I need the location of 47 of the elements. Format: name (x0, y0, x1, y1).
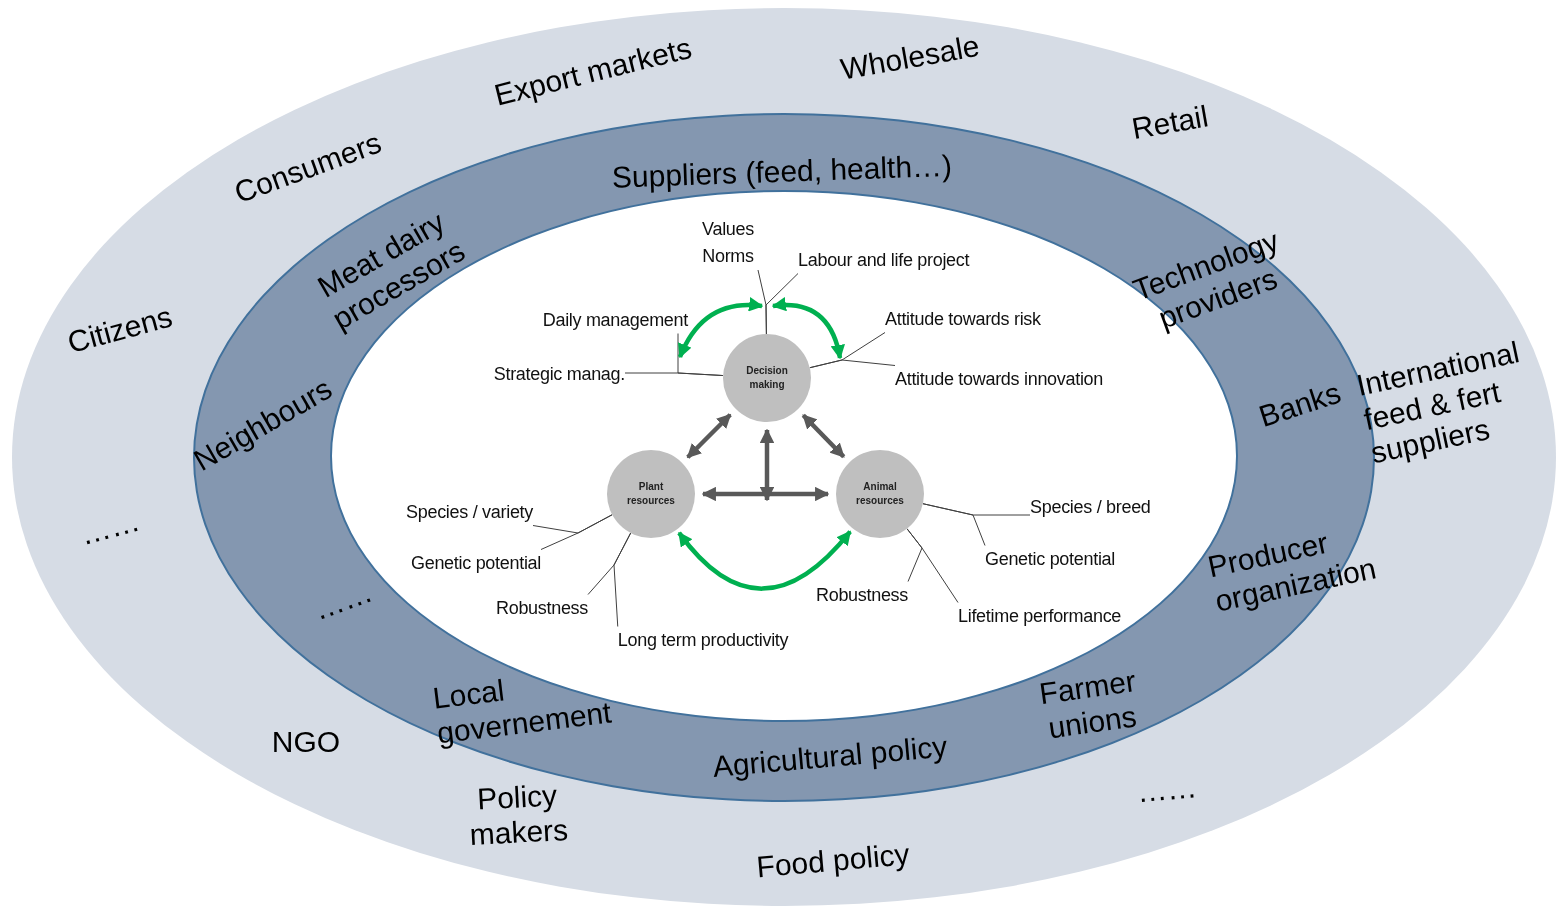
ring-label: Wholesale (838, 28, 982, 88)
resource-circle: Animal resources (836, 450, 924, 538)
ring-label: Suppliers (feed, health…) (611, 148, 953, 196)
double-arrow (677, 297, 764, 359)
leader-line (540, 514, 613, 550)
factor-label: Labour and life project (798, 246, 970, 274)
ring-label: Farmer unions (1036, 663, 1140, 746)
leader-line (809, 359, 896, 369)
ring-label: Export markets (490, 30, 696, 114)
ring-label: …… (308, 574, 378, 628)
factor-label: Attitude towards innovation (895, 365, 1104, 393)
resource-circle: Plant resources (607, 450, 695, 538)
factor-label: Species / breed (1030, 493, 1151, 521)
leader-line (765, 273, 799, 335)
ring-label: Local governement (431, 672, 614, 751)
ring-label: Retail (1129, 99, 1211, 147)
double-arrow (686, 413, 732, 459)
leader-line (613, 532, 632, 627)
factor-label: Robustness (815, 581, 909, 609)
factor-label: Species / variety (406, 498, 533, 526)
leader-line (906, 528, 959, 603)
leader-line (922, 503, 986, 546)
factor-label: Values Norms (698, 216, 758, 270)
factor-label: Genetic potential (985, 545, 1115, 573)
factor-label: Genetic potential (411, 549, 541, 577)
double-arrow (701, 486, 830, 502)
ring-label: Producer organization (1204, 524, 1380, 619)
factor-label: Long term productivity (617, 626, 789, 654)
factor-label: Robustness (495, 594, 589, 622)
ring-label: …… (1135, 770, 1199, 810)
decision-circle: Decision making (723, 334, 811, 422)
double-arrow (759, 428, 775, 502)
ring-label: Banks (1255, 375, 1345, 435)
ring-label: Food policy (755, 837, 911, 885)
double-arrow (801, 413, 846, 459)
factor-label: Attitude towards risk (885, 305, 1041, 333)
ring-label: Policy makers (467, 777, 570, 853)
ring-label: …… (76, 503, 144, 553)
leader-line (624, 372, 724, 377)
ring-label: Agricultural policy (711, 729, 949, 785)
factor-label: Lifetime performance (958, 602, 1122, 630)
double-arrow (677, 530, 852, 591)
double-arrow (771, 297, 845, 360)
factor-label: Strategic manag. (493, 360, 625, 388)
ring-label: NGO (271, 724, 341, 760)
ring-label: Citizens (64, 299, 176, 361)
factor-label: Daily management (542, 306, 688, 334)
